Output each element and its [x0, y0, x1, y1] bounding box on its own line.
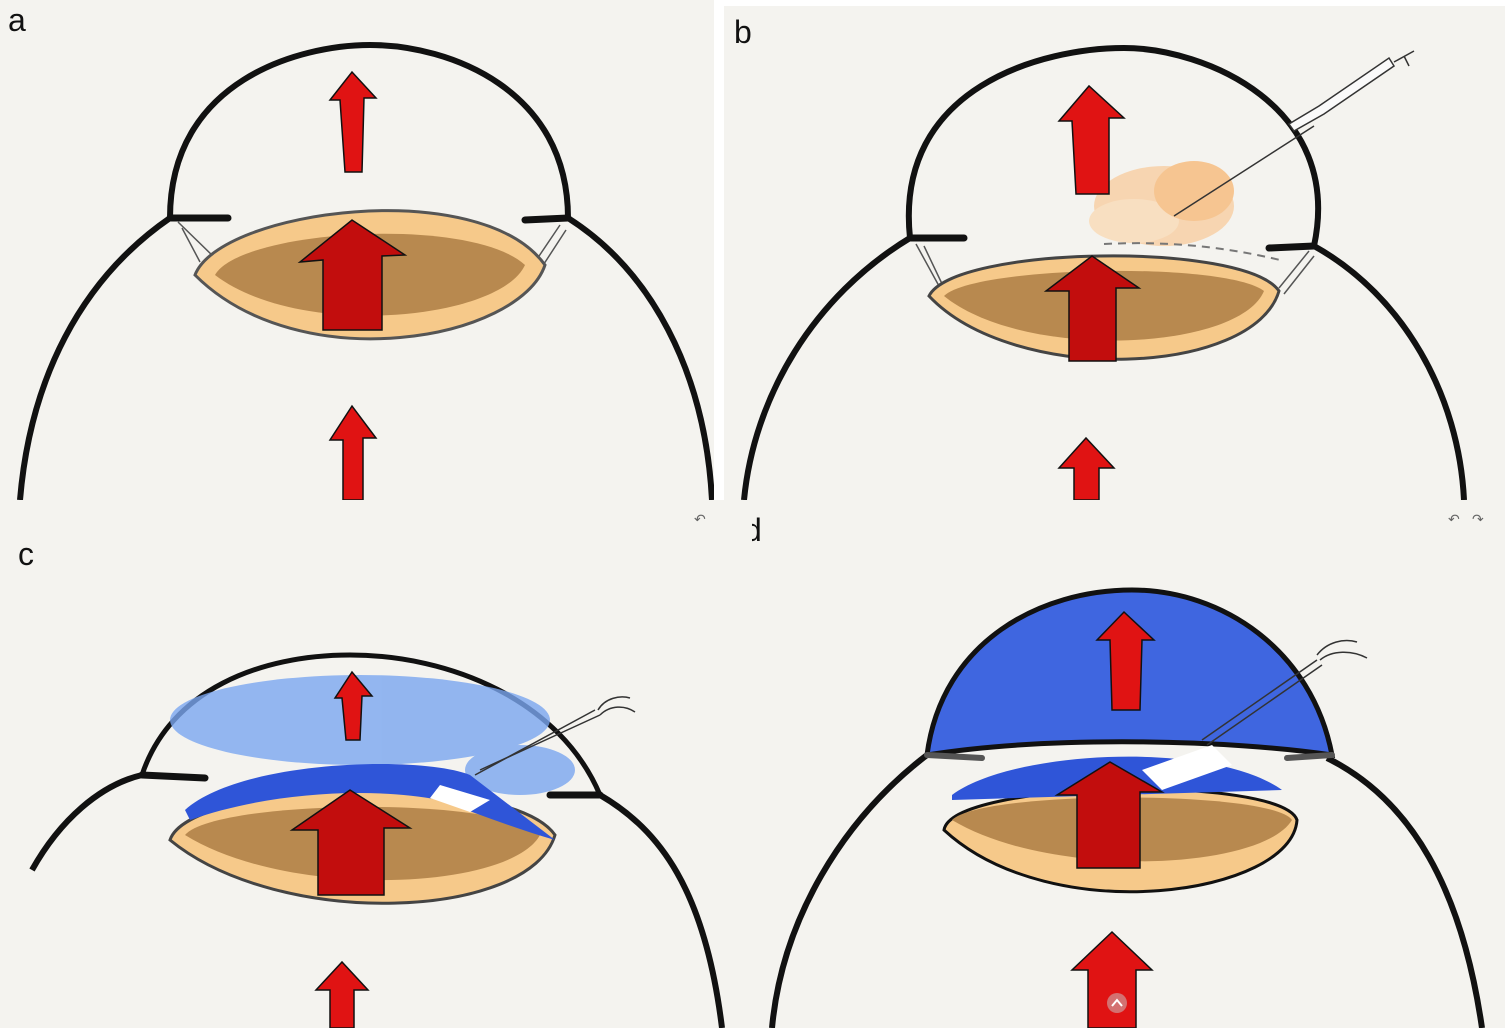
arrow-up-cornea [1057, 84, 1126, 195]
sclera-outline-right [1312, 243, 1467, 500]
arrow-up-lens [297, 219, 408, 331]
panel-a-drawing [17, 41, 714, 500]
panel-b-drawing [741, 44, 1467, 500]
iris-left [924, 752, 985, 761]
sclera-outline [17, 215, 172, 500]
arrow-up-cornea [333, 670, 374, 741]
viscoelastic-layer [185, 764, 555, 840]
cornea-outline [167, 41, 571, 219]
forceps-icon [474, 696, 636, 776]
panel-label-c: c [18, 536, 34, 572]
undo-icon[interactable]: ↶ [694, 512, 706, 528]
arrow-up-cornea [328, 70, 378, 173]
syringe-icon [1173, 50, 1415, 217]
sclera-outline [741, 235, 912, 500]
redo-icon[interactable]: ↷ [1472, 512, 1484, 528]
iris-right [1265, 242, 1318, 252]
forceps-icon [1201, 639, 1368, 746]
arrow-up-lens [1043, 255, 1142, 362]
sclera-outline-right [598, 792, 725, 1028]
panel-b: b [724, 6, 1505, 500]
injection-cloud [1089, 161, 1234, 246]
sclera-outline-right [1325, 755, 1485, 1028]
arrow-up-cornea [1095, 610, 1156, 711]
panel-c-drawing [29, 652, 725, 1028]
panel-a: a [0, 0, 714, 500]
arrow-up-bottom [328, 404, 378, 500]
arrow-up-lens [1054, 761, 1165, 869]
cornea-outline [905, 44, 1322, 247]
iris-left [138, 771, 209, 782]
panel-d: d ↶ ↷ [752, 500, 1505, 1028]
arrow-up-lens [289, 789, 413, 896]
chevron-up-icon [1107, 993, 1127, 1013]
arrow-up-bottom [314, 960, 370, 1028]
arrow-up-bottom [1057, 436, 1116, 500]
panel-label-a: a [8, 2, 26, 38]
iris-right [1284, 752, 1335, 761]
panel-d-drawing [769, 587, 1485, 1028]
undo-icon[interactable]: ↶ [1448, 512, 1460, 528]
panel-label-b: b [734, 14, 752, 50]
sclera-outline [769, 752, 929, 1028]
sclera-outline [29, 772, 143, 872]
sclera-outline-right [566, 215, 714, 500]
iris-right [521, 214, 572, 224]
panel-label-d: d [752, 512, 762, 548]
arrow-up-bottom [1070, 930, 1154, 1028]
panel-c: c ↶ [0, 500, 752, 1028]
